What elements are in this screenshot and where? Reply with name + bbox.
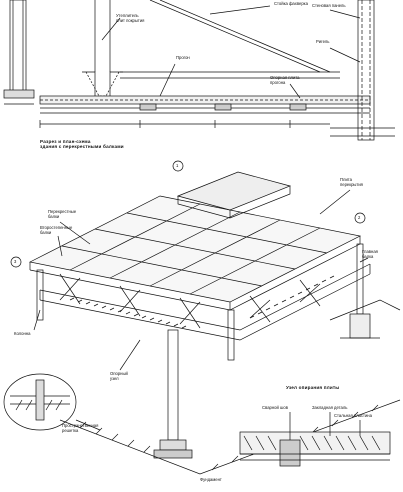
support-node-detail: [239, 412, 391, 467]
label-space-grid: Пространственная решетка: [62, 423, 99, 433]
top-note-post: Стойка фахверка: [274, 1, 308, 6]
section-caption: Разрез и план-схема здания с перекрестны…: [40, 139, 124, 149]
label-cross-beams: Перекрестные балки: [48, 209, 77, 219]
top-note-insulation: Утеплитель плит покрытия: [116, 13, 145, 23]
label-foundation: Фундамент: [200, 477, 222, 482]
top-note-plate: Опорная плита прогона: [270, 75, 300, 85]
label-secondary-beams: Второстепенные балки: [40, 225, 73, 235]
detail-note-weld: Сварной шов: [262, 405, 288, 410]
detail-note-embed: Закладная деталь: [312, 405, 348, 410]
grid-axes: [10, 160, 366, 268]
grid-label-1: 1: [176, 163, 179, 168]
detail-caption: Узел опирания плиты: [286, 385, 340, 390]
label-main-beam: Главная балка: [362, 249, 378, 259]
isometric-frame: [28, 171, 401, 475]
top-note-wall-panel: Стеновая панель: [312, 3, 346, 8]
top-section-detail: [3, 0, 395, 141]
label-support-node: Опорный узел: [110, 371, 128, 381]
label-column: Колонна: [14, 331, 31, 336]
grid-label-2: 2: [358, 215, 361, 220]
detail-note-plate: Стальная пластина: [334, 413, 372, 418]
node-detail-circle: [3, 373, 77, 431]
leader-lines: [33, 189, 369, 431]
top-note-purlin: Прогон: [176, 55, 190, 60]
label-slab: Плита перекрытия: [340, 177, 363, 187]
grid-label-3: 3: [14, 259, 17, 264]
top-note-crossbar: Ригель: [316, 39, 330, 44]
